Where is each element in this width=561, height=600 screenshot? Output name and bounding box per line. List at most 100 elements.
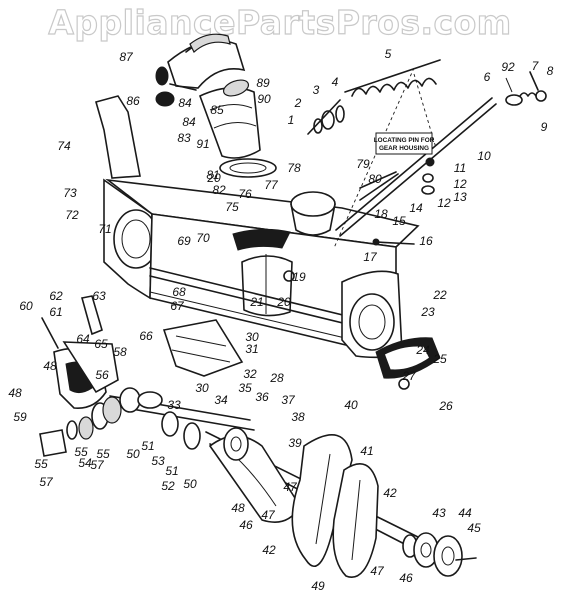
part-callout-66: 66: [139, 329, 153, 343]
part-callout-49: 49: [311, 579, 325, 593]
note-line-1: LOCATING PIN FOR: [374, 137, 435, 144]
part-callout-32: 32: [243, 367, 257, 381]
part-callout-84: 84: [182, 115, 196, 129]
part-callout-3: 3: [313, 83, 320, 97]
part-callout-47: 47: [370, 564, 385, 578]
part-callout-47: 47: [261, 508, 276, 522]
part-callout-73: 73: [63, 186, 77, 200]
part-callout-31: 31: [245, 342, 258, 356]
part-callout-46: 46: [399, 571, 413, 585]
part-callout-12: 12: [437, 196, 451, 210]
handle: [95, 95, 141, 179]
part-callout-69: 69: [177, 234, 191, 248]
part-callout-84: 84: [178, 96, 192, 110]
part-callout-55: 55: [74, 445, 88, 459]
part-callout-68: 68: [172, 285, 186, 299]
part-callout-21: 21: [249, 295, 263, 309]
part-callout-71: 71: [98, 222, 111, 236]
part-callout-54: 54: [78, 456, 92, 470]
part-callout-34: 34: [214, 393, 228, 407]
part-callout-80: 80: [368, 172, 382, 186]
part-callout-20: 20: [276, 295, 291, 309]
part-callout-36: 36: [255, 390, 269, 404]
part-callout-53: 53: [151, 454, 165, 468]
part-callout-37: 37: [281, 393, 296, 407]
part-callout-44: 44: [458, 506, 472, 520]
part-callout-63: 63: [92, 289, 106, 303]
part-callout-30: 30: [195, 381, 209, 395]
part-callout-65: 65: [94, 337, 108, 351]
part-callout-86: 86: [126, 94, 140, 108]
part-callout-59: 59: [13, 410, 27, 424]
part-callout-57: 57: [90, 458, 105, 472]
part-callout-40: 40: [344, 398, 358, 412]
part-callout-41: 41: [360, 444, 373, 458]
part-callout-43: 43: [432, 506, 446, 520]
part-callout-18: 18: [374, 207, 388, 221]
note-line-2: GEAR HOUSING: [379, 145, 429, 152]
watermark: AppliancePartsPros.com: [48, 3, 511, 42]
discharge-chute: [155, 33, 277, 178]
part-callout-24: 24: [415, 343, 430, 357]
part-callout-90: 90: [257, 92, 271, 106]
part-callout-83: 83: [177, 131, 191, 145]
part-callout-51: 51: [141, 439, 154, 453]
part-callout-7: 7: [532, 59, 540, 73]
part-callout-47: 47: [283, 480, 298, 494]
part-callout-17: 17: [363, 250, 378, 264]
part-callout-15: 15: [392, 214, 406, 228]
part-callout-72: 72: [65, 208, 79, 222]
part-callout-70: 70: [196, 231, 210, 245]
part-callout-50: 50: [126, 447, 140, 461]
part-callout-1: 1: [288, 113, 295, 127]
part-callout-55: 55: [96, 447, 110, 461]
part-callout-10: 10: [477, 149, 491, 163]
part-callout-67: 67: [170, 299, 185, 313]
part-callout-79: 79: [356, 157, 370, 171]
gear-cover: [375, 337, 441, 390]
part-callout-62: 62: [49, 289, 63, 303]
part-callout-9: 9: [541, 120, 548, 134]
part-callout-82: 82: [212, 183, 226, 197]
part-callout-4: 4: [332, 75, 339, 89]
part-callout-22: 22: [432, 288, 447, 302]
part-callout-14: 14: [409, 201, 423, 215]
part-callout-60: 60: [19, 299, 33, 313]
part-callout-52: 52: [161, 479, 175, 493]
part-callout-16: 16: [419, 234, 433, 248]
drive-shaft-group: [307, 59, 547, 246]
auger-assembly: [205, 427, 477, 578]
part-callout-11: 11: [454, 161, 466, 175]
part-callout-58: 58: [113, 345, 127, 359]
part-callout-61: 61: [49, 305, 62, 319]
part-callout-74: 74: [57, 139, 71, 153]
part-callout-35: 35: [238, 381, 252, 395]
part-callout-2: 2: [294, 96, 302, 110]
part-callout-81: 81: [206, 168, 219, 182]
part-callout-78: 78: [287, 161, 301, 175]
part-callout-64: 64: [76, 332, 90, 346]
part-callout-46: 46: [239, 518, 253, 532]
part-callout-30: 30: [245, 330, 259, 344]
part-callout-19: 19: [292, 270, 306, 284]
part-callout-23: 23: [420, 305, 435, 319]
part-callout-6: 6: [484, 70, 491, 84]
part-callout-25: 25: [432, 352, 447, 366]
part-callout-85: 85: [210, 103, 224, 117]
part-callout-48: 48: [231, 501, 245, 515]
part-callout-28: 28: [269, 371, 284, 385]
projection-line: [333, 67, 415, 249]
part-callout-56: 56: [95, 368, 109, 382]
part-callout-77: 77: [264, 178, 279, 192]
part-callout-27: 27: [401, 369, 417, 383]
part-callout-13: 13: [453, 190, 467, 204]
part-callout-91: 91: [196, 137, 209, 151]
part-callout-50: 50: [183, 477, 197, 491]
projection-line: [413, 73, 437, 149]
part-callout-75: 75: [225, 200, 239, 214]
part-callout-51: 51: [165, 464, 178, 478]
part-callout-57: 57: [39, 475, 54, 489]
part-callout-92: 92: [501, 60, 515, 74]
